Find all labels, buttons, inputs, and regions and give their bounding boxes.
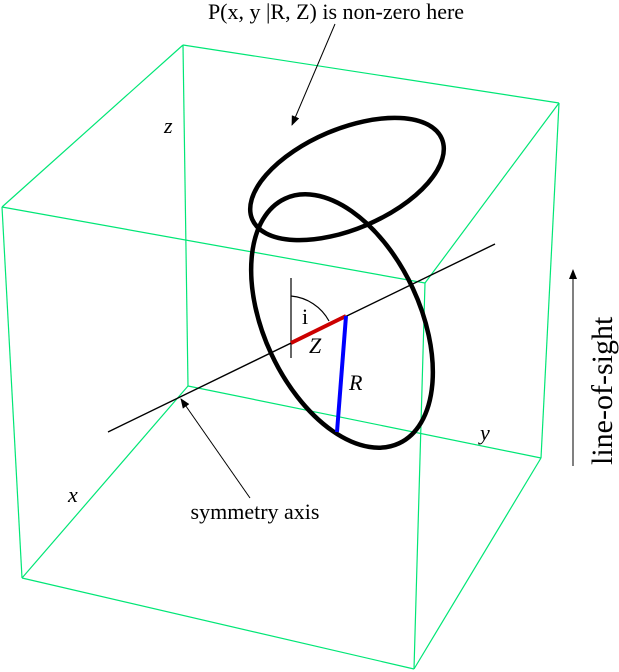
box-edge <box>21 577 415 670</box>
z-axis-label: z <box>163 113 173 138</box>
main-ring <box>248 192 436 450</box>
inclination-arc <box>290 295 330 322</box>
R-label: R <box>348 370 363 395</box>
upper-ring <box>247 115 447 243</box>
inclination-label: i <box>302 304 308 329</box>
y-axis-label: y <box>478 420 490 445</box>
box-edge <box>1 206 426 284</box>
box-edge <box>182 44 560 104</box>
line-of-sight-annotation: line-of-sight <box>586 316 619 465</box>
symmetry-axis-pointer-arrow <box>180 398 251 499</box>
box-edge <box>540 102 560 459</box>
Z-label: Z <box>309 333 322 358</box>
box-edge <box>182 44 189 387</box>
x-axis-label: x <box>67 482 78 507</box>
bounding-box <box>1 44 560 670</box>
box-edge <box>424 102 560 284</box>
nonzero-pointer-arrow <box>291 23 336 126</box>
R-segment <box>335 315 348 433</box>
box-edge <box>413 457 542 670</box>
symmetry-axis-annotation: symmetry axis <box>191 499 320 524</box>
box-edge <box>413 282 426 670</box>
Z-segment <box>290 314 347 345</box>
box-edge <box>1 44 184 208</box>
box-edge <box>187 385 542 459</box>
box-edge <box>21 385 189 579</box>
box-edge <box>1 206 23 579</box>
nonzero-annotation: P(x, y |R, Z) is non-zero here <box>208 0 464 24</box>
